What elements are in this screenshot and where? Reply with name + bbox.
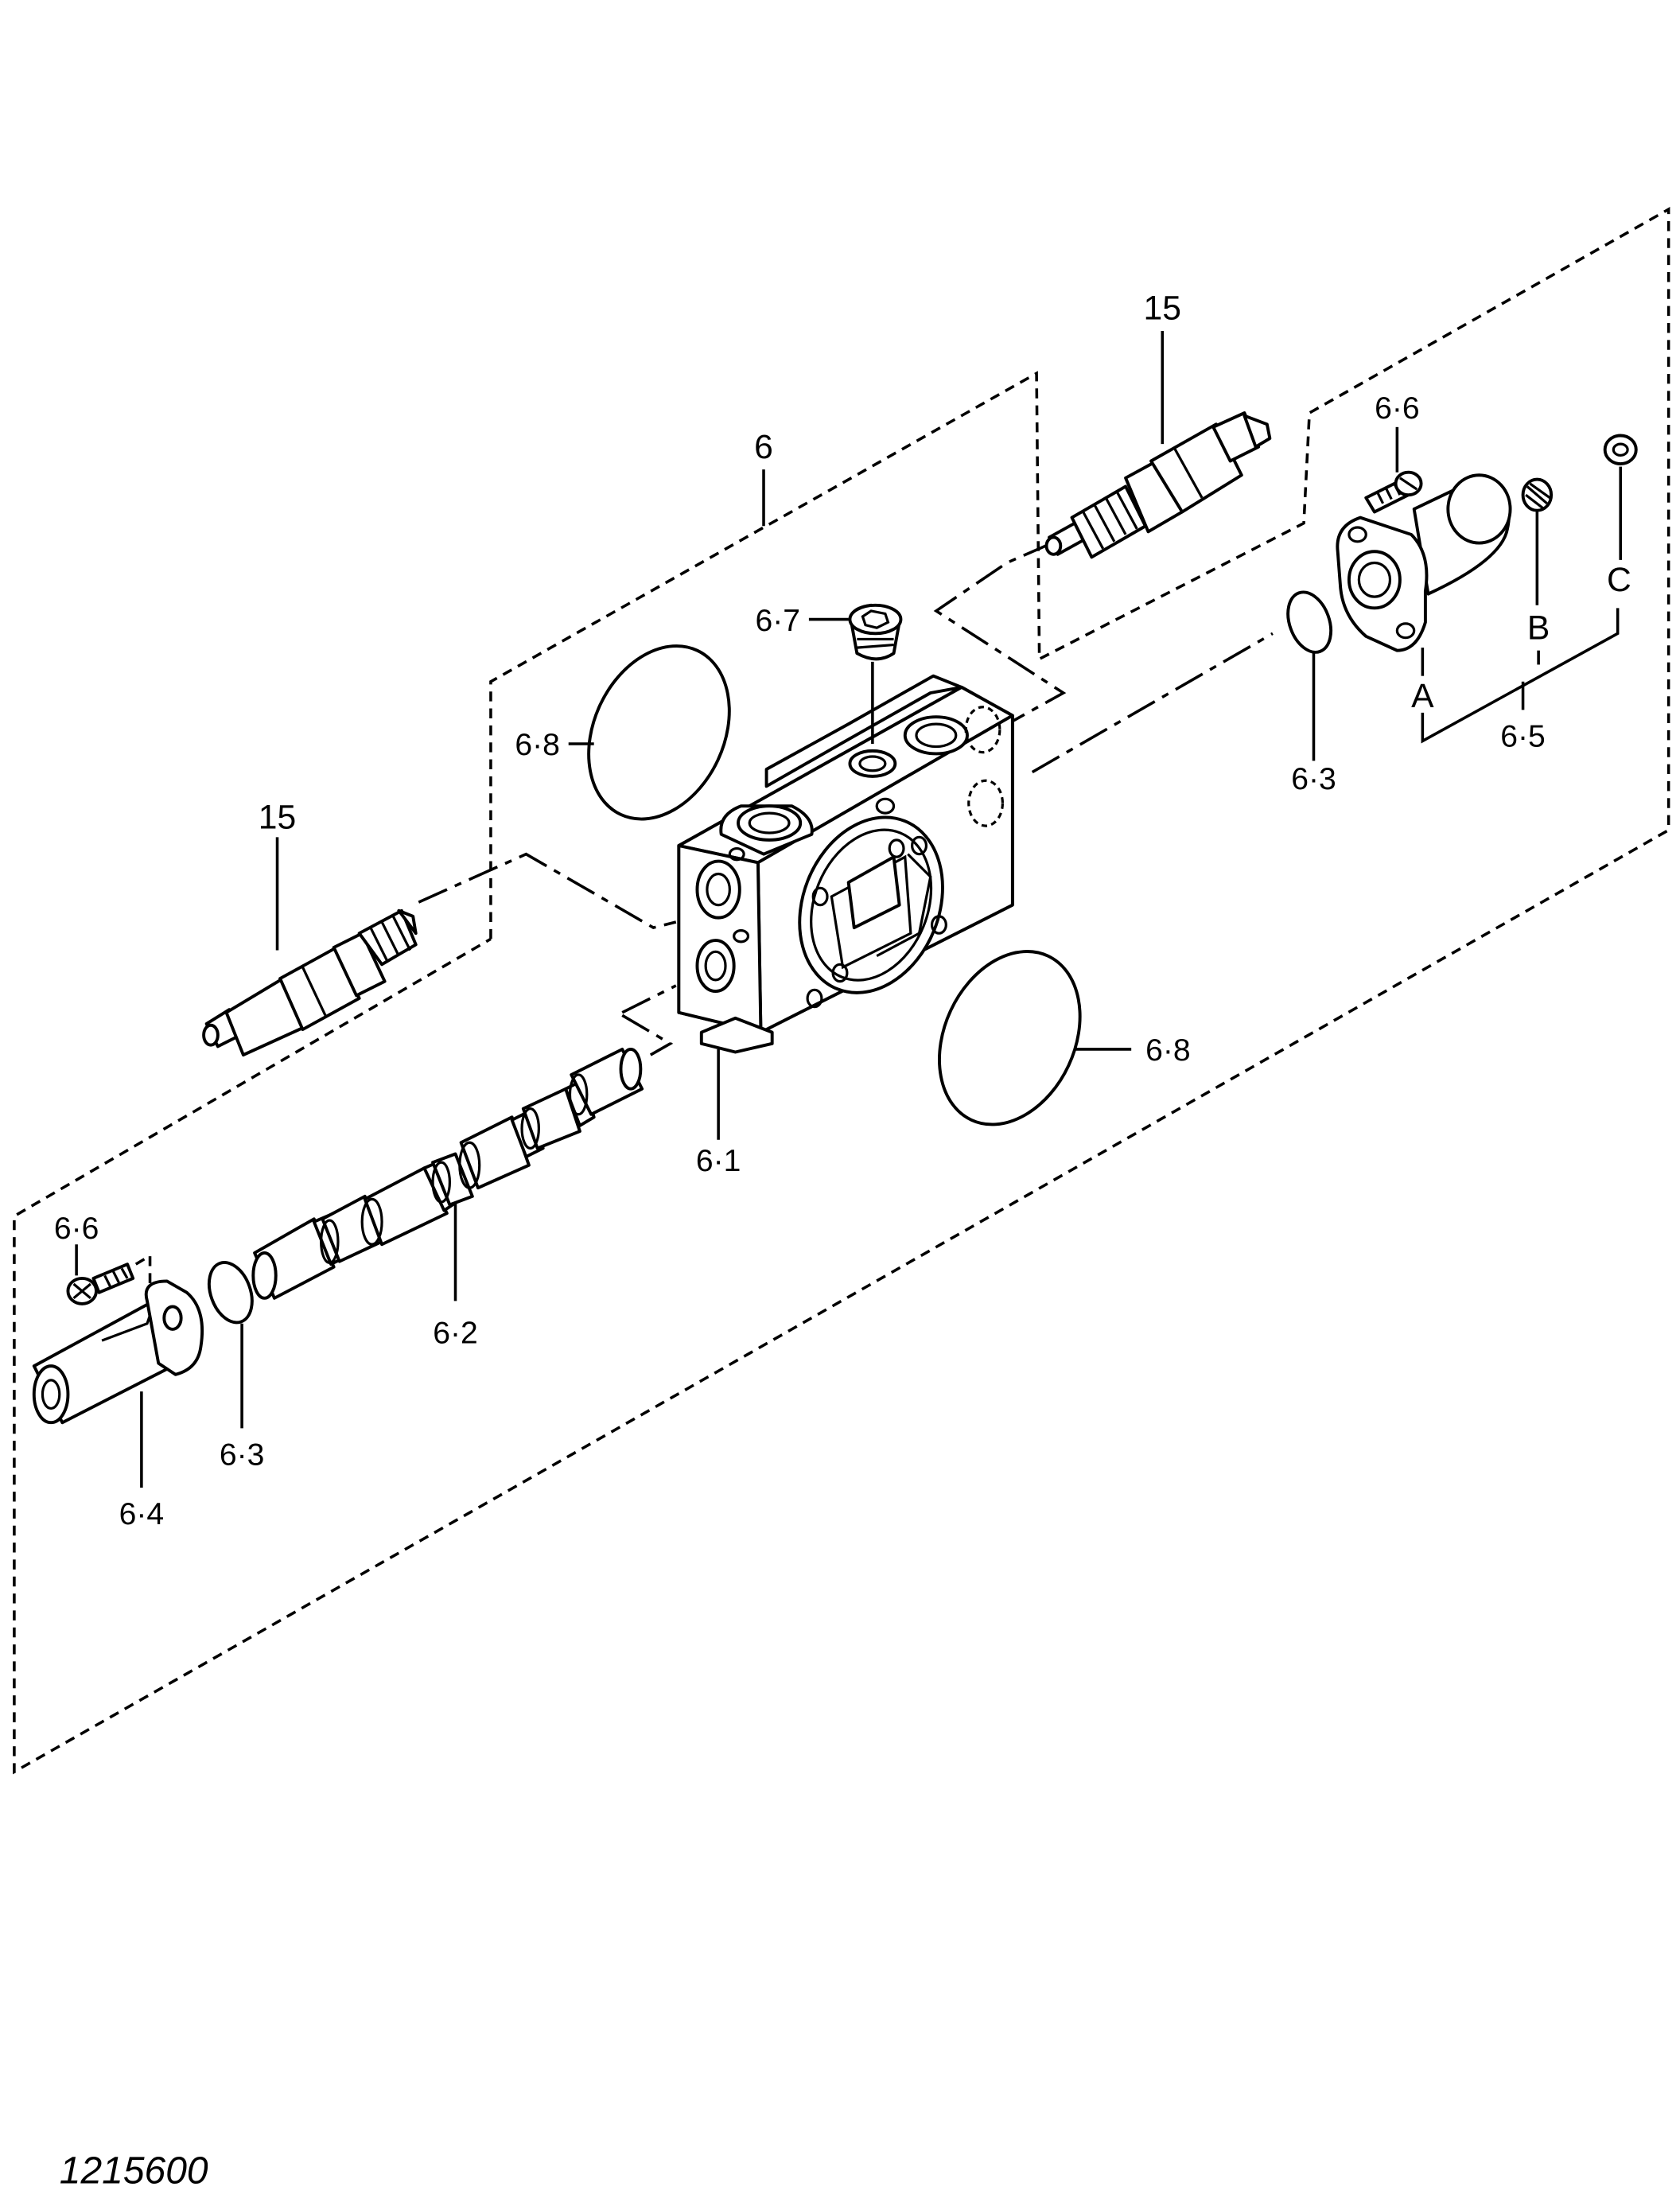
callout-6-3-left: 6·3	[220, 1438, 265, 1473]
callout-6-1: 6·1	[696, 1144, 741, 1178]
callout-c: C	[1607, 561, 1631, 599]
bolt-right	[1364, 470, 1423, 514]
callout-6-2: 6·2	[433, 1317, 478, 1351]
callout-6: 6	[754, 428, 773, 466]
seal-ring-right	[938, 950, 1082, 1126]
callout-6-7: 6·7	[756, 604, 801, 638]
callout-6-8-right: 6·8	[1145, 1033, 1191, 1068]
o-ring-left	[207, 1261, 254, 1325]
relief-valve-top	[1044, 411, 1272, 559]
valve-body	[677, 674, 1014, 1054]
callout-b: B	[1527, 609, 1550, 647]
spool	[251, 1047, 644, 1300]
callout-15-top: 15	[1144, 290, 1181, 328]
callouts: 15 6 6·6 6·7 6·8 15 6·3 A B C 6·5 6·8 6·…	[54, 290, 1631, 1531]
end-cover-a	[1336, 473, 1512, 652]
seal-ring-left	[587, 644, 731, 821]
callout-a: A	[1411, 677, 1434, 715]
o-ring-right	[1286, 590, 1333, 654]
spool-cap	[32, 1279, 204, 1425]
plug-6-7	[848, 603, 903, 661]
callout-15-left: 15	[259, 799, 296, 837]
callout-6-5: 6·5	[1500, 720, 1546, 754]
drawing-number: 1215600	[60, 2150, 208, 2192]
washer-c	[1603, 434, 1638, 465]
alignment-lines	[418, 541, 1274, 1056]
plug-b	[1521, 477, 1554, 512]
callout-6-6-left: 6·6	[54, 1212, 99, 1246]
callout-6-6-right: 6·6	[1375, 391, 1420, 426]
relief-valve-left	[202, 908, 418, 1057]
callout-6-4: 6·4	[119, 1497, 165, 1531]
callout-6-3-right: 6·3	[1291, 762, 1336, 796]
callout-6-8-left: 6·8	[515, 728, 560, 762]
leader-lines	[75, 330, 1622, 1488]
